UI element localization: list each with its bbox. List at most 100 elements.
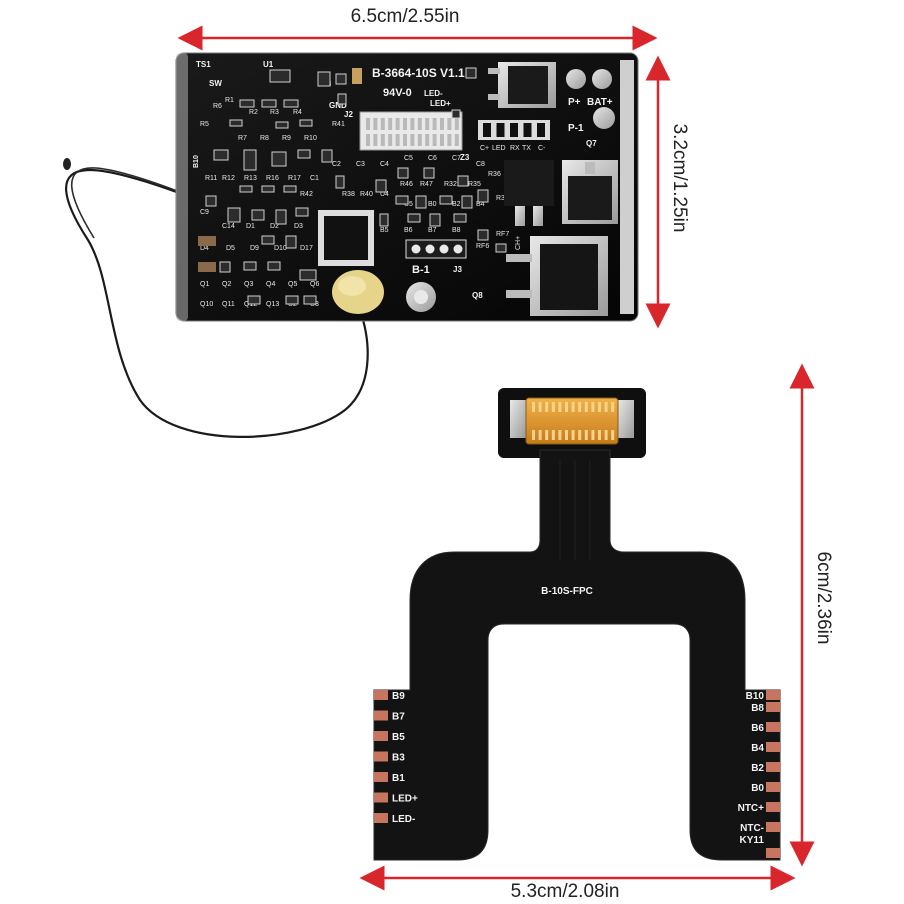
component-ref-label: R6 [213,103,222,110]
component-ref-label: R16 [266,175,279,182]
component-ref-label: Q10 [200,301,213,308]
component-ref-label: B8 [452,227,461,234]
fpc-right-pad-label: B4 [751,743,764,754]
mosfet-q8 [506,236,608,316]
pcb-rating-label: 94V-0 [383,87,412,99]
component-ref-label: RF7 [496,231,509,238]
silk-q7: Q7 [586,139,597,148]
component-ref-label: R11 [205,175,217,182]
component-ref-label: C5 [404,155,413,162]
silk-ts1: TS1 [196,60,211,69]
terminal-pad [593,107,615,129]
component-ref-label: R8 [260,135,269,142]
silk-led-plus: LED+ [430,99,451,108]
component-ref-label: R17 [288,175,301,182]
fpc-right-pad-label: B8 [751,703,764,714]
fpc-left-pad-label: B1 [392,773,405,784]
component-ref-label: C9 [200,209,209,216]
jumper-pads [405,239,467,259]
component-ref-label: D9 [250,245,259,252]
pcb-model-label: B-3664-10S V1.1 [372,66,465,80]
silk-b10: B10 [193,155,200,168]
component-ref-label: R38 [342,191,355,198]
silk-led: LED [492,145,506,152]
fpc-left-pad-label: B9 [392,691,405,702]
fpc-right-pad: B0 [751,782,780,794]
fpc-left-pad: B9 [374,690,405,702]
component-ref-label: B7 [428,227,437,234]
fpc-left-pad-label: LED+ [392,794,418,805]
silk-sw: SW [209,79,222,88]
fpc-left-pad: LED+ [374,792,418,805]
silk-led-minus: LED- [424,89,443,98]
silk-p-plus: P+ [568,97,581,108]
fpc-left-pad: LED- [374,813,415,825]
fpc-right-pad: B2 [751,762,780,774]
fpc-left-pad: B1 [374,772,405,784]
component-ref-label: R7 [238,135,247,142]
mosfet-q-top [488,62,556,108]
fpc-right-pad-label: NTC- [740,823,764,834]
component-ref-label: Q4 [266,281,275,288]
component-ref-label: C2 [332,161,341,168]
fpc-left-pad-label: B5 [392,732,405,743]
component-ref-label: R37 [496,195,509,202]
component-ref-label: C4 [380,161,389,168]
component-ref-label: B6 [404,227,413,234]
component-ref-label: C3 [356,161,365,168]
component-ref-label: B5 [380,227,389,234]
component-ref-label: R4 [293,109,302,116]
component-ref-label: B4 [476,201,485,208]
microcontroller-chip [318,210,374,266]
fpc-left-pad-label: LED- [392,814,415,825]
fpc-left-pad-label: B3 [392,753,405,764]
component-ref-label: R5 [200,121,209,128]
component-ref-label: R42 [300,191,313,198]
component-ref-label: D2 [270,223,279,230]
component-ref-label: C7 [452,155,461,162]
fpc-right-pad: NTC+ [738,802,780,814]
fpc-right-pad: B4 [751,742,780,754]
fpc-right-pad: B6 [751,722,780,734]
fpc-right-pad: KY11 [740,835,765,846]
silk-u1: U1 [263,60,274,69]
component-ref-label: Q13 [266,301,279,308]
dimension-fpc-height: 6cm/2.36in [789,363,834,867]
pcb-width-label: 6.5cm/2.55in [351,6,460,27]
component-ref-label: Q3 [244,281,253,288]
silk-b-1: B-1 [412,264,430,276]
fpc-left-pad-label: B7 [392,712,405,723]
component-ref-label: R12 [222,175,235,182]
silk-bat-plus: BAT+ [587,97,613,108]
fpc-label: B-10S-FPC [541,586,593,597]
fpc-left-pad: B5 [374,731,405,743]
terminal-pad [566,69,586,89]
component-ref-label: Q2 [222,281,231,288]
component-ref-label: R35 [468,181,481,188]
silk-p-minus: P-1 [568,123,584,134]
mosfet-q-mid [504,160,554,226]
silk-z3: Z3 [460,153,470,162]
silk-ch-plus: CH+ [515,236,522,250]
capacitor [352,68,362,84]
component-ref-label: D10 [274,245,287,252]
fpc-right-pad-label: B6 [751,723,764,734]
component-ref-label: C6 [428,155,437,162]
component-ref-label: D1 [246,223,255,230]
silk-q8: Q8 [472,291,483,300]
fpc-right-pad-label: KY11 [740,835,765,846]
dimension-pcb-height: 3.2cm/1.25in [645,55,690,329]
fpc-connector [525,397,619,445]
fpc-right-pad: NTC- [740,822,780,834]
pcb-height-label: 3.2cm/1.25in [669,124,690,233]
component-ref-label: C1 [310,175,319,182]
dimension-pcb-width: 6.5cm/2.55in [177,6,658,51]
smd-components [205,67,507,305]
silk-c-plus: C+ [480,145,489,152]
component-ref-label: Q1 [200,281,209,288]
component-ref-label: R41 [332,121,345,128]
fpc-right-pad: B8 [751,702,780,714]
